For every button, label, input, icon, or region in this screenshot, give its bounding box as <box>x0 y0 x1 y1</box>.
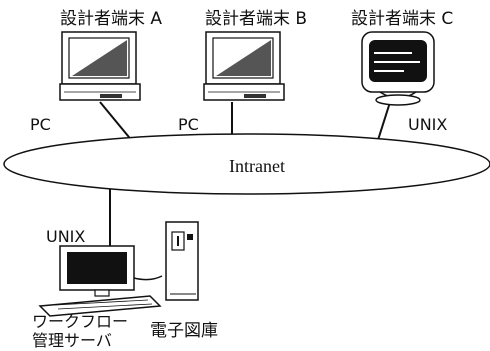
server-label-line2: 管理サーバ <box>32 331 112 350</box>
terminal-b-computer <box>203 31 285 101</box>
library-label: 電子図庫 <box>150 321 218 341</box>
terminal-c-label: 設計者端末 C <box>351 9 453 29</box>
terminal-b-type: PC <box>178 115 199 134</box>
terminal-c-type: UNIX <box>408 115 447 134</box>
link-terminal-a <box>99 101 134 143</box>
server-label-line1: ワークフロー <box>32 312 128 331</box>
electronic-library-storage <box>165 221 199 301</box>
intranet-ellipse <box>3 133 490 195</box>
workflow-server-workstation <box>38 245 163 317</box>
terminal-a-computer <box>59 31 141 101</box>
terminal-a-type: PC <box>30 115 51 134</box>
server-type: UNIX <box>46 227 85 246</box>
terminal-c-workstation <box>361 31 435 106</box>
terminal-b-label: 設計者端末 B <box>205 9 307 29</box>
intranet-label: Intranet <box>229 156 285 176</box>
terminal-a-label: 設計者端末 A <box>60 9 162 29</box>
